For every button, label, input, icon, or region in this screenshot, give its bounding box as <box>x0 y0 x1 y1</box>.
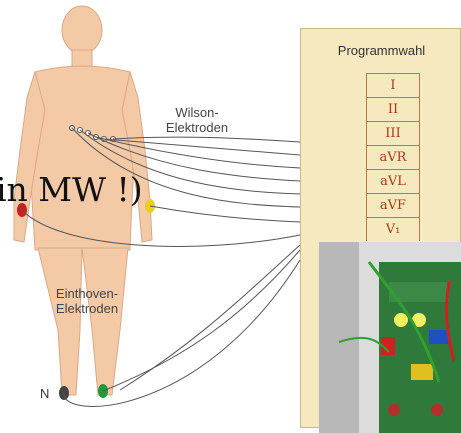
neutral-label: N <box>40 386 50 401</box>
program-item-avr[interactable]: aVR <box>367 145 419 169</box>
circuit-board-image <box>319 242 461 433</box>
panel-title: Programmwahl <box>337 43 426 58</box>
program-item-i[interactable]: I <box>367 73 419 97</box>
program-item-avl[interactable]: aVL <box>367 169 419 193</box>
program-item-iii[interactable]: III <box>367 121 419 145</box>
program-item-v1[interactable]: V₁ <box>367 217 419 241</box>
wilson-label: Wilson- Elektroden <box>165 105 229 135</box>
human-figure <box>13 5 153 396</box>
program-item-ii[interactable]: II <box>367 97 419 121</box>
overlay-caption: in MW !) <box>0 170 143 209</box>
black-electrode <box>59 386 69 400</box>
einthoven-label: Einthoven- Elektroden <box>55 286 119 316</box>
program-item-avf[interactable]: aVF <box>367 193 419 217</box>
electrode-cables <box>21 127 301 407</box>
program-list: I II III aVR aVL aVF V₁ <box>366 73 420 241</box>
circuit-board-photo <box>319 242 461 433</box>
